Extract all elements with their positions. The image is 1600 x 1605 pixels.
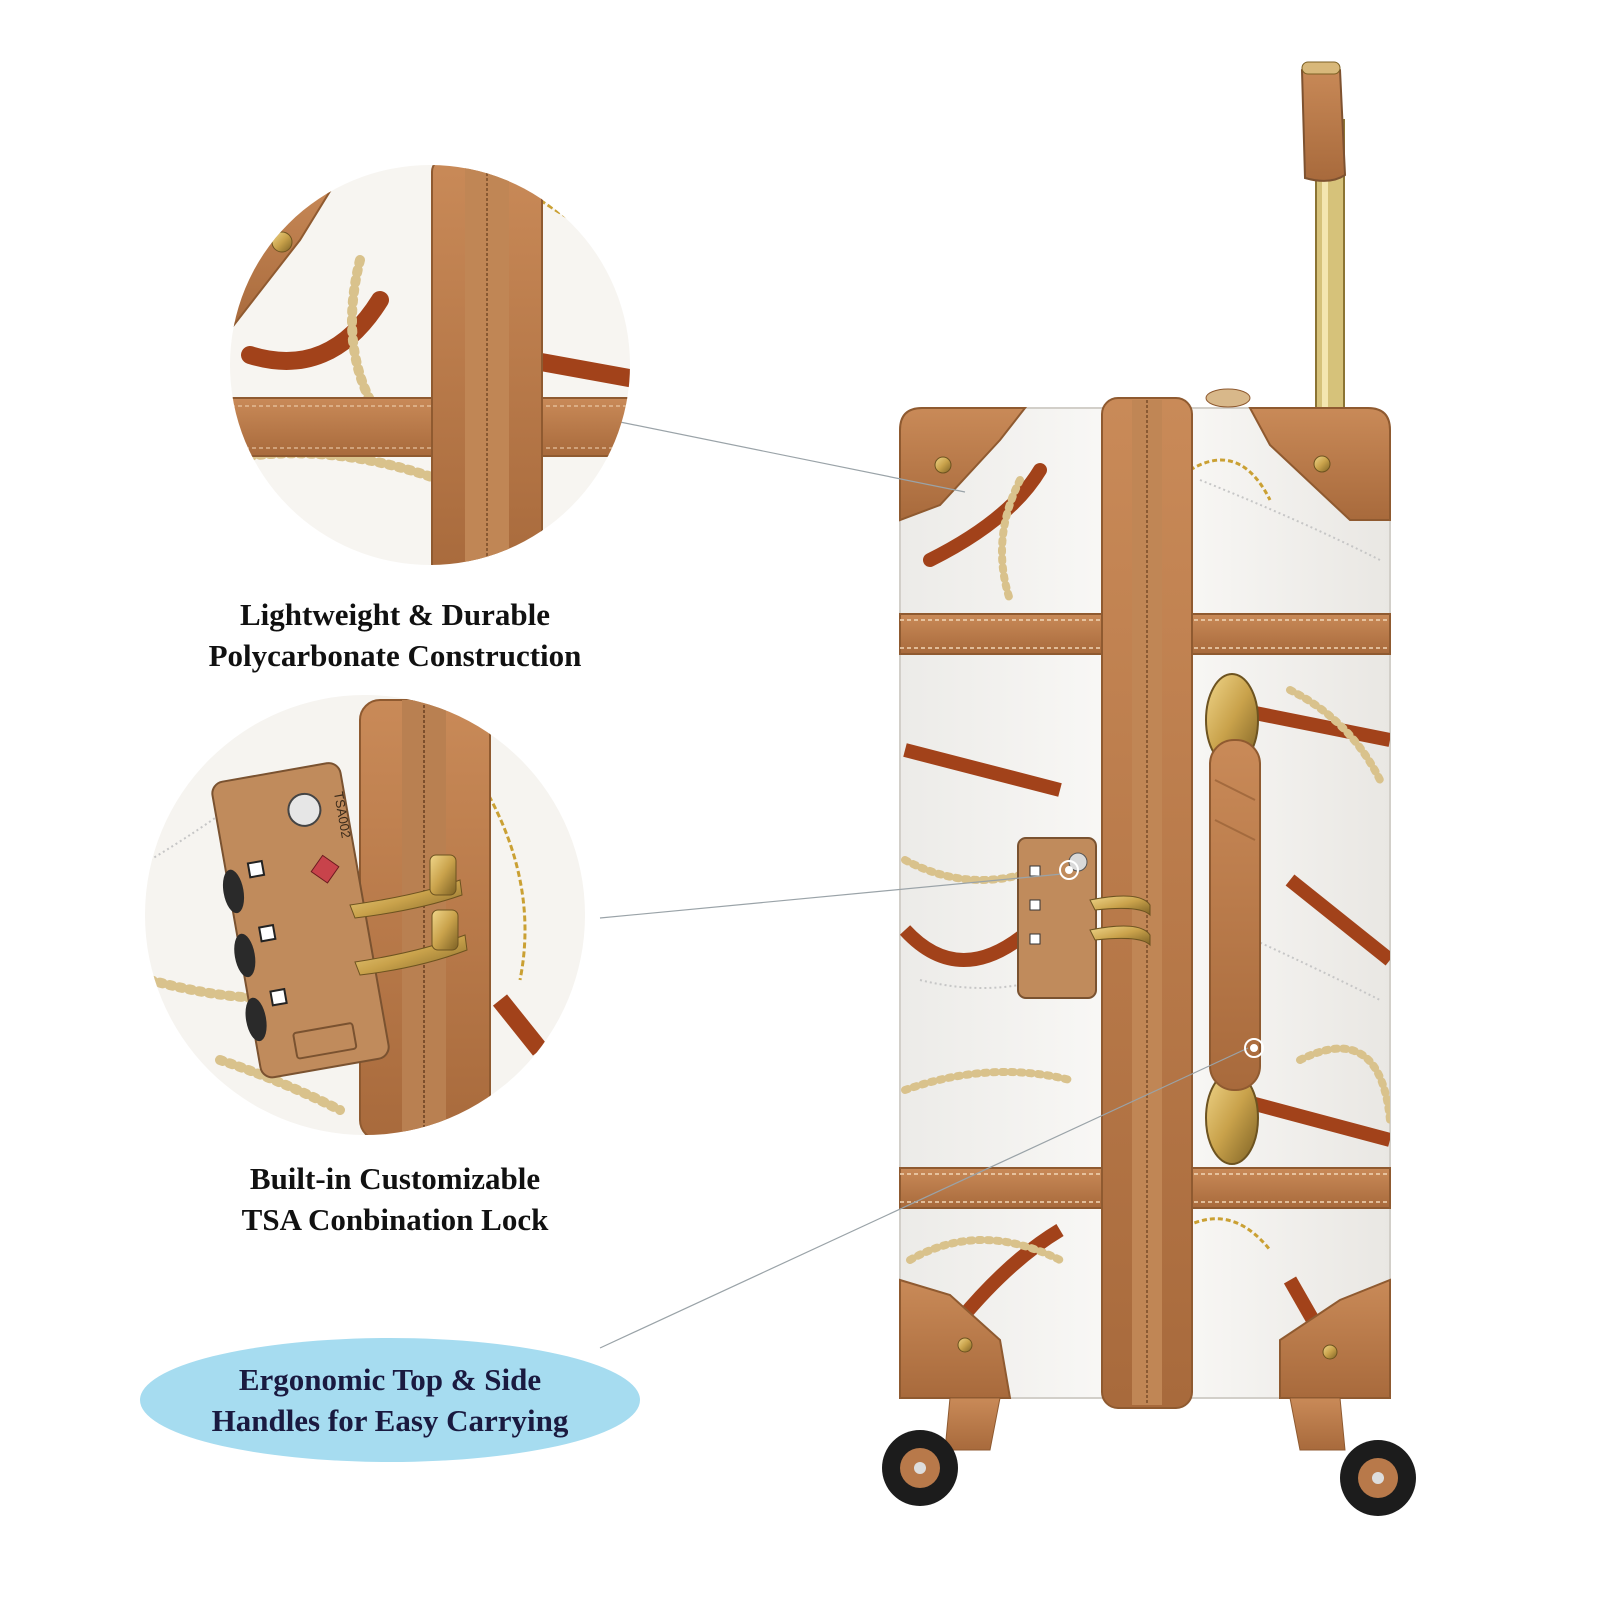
caption-handles-line2: Handles for Easy Carrying: [211, 1403, 569, 1438]
side-handle: [1205, 673, 1261, 1165]
caption-bubble: [140, 1338, 640, 1462]
caption-handles: Ergonomic Top & Side Handles for Easy Ca…: [140, 1338, 640, 1462]
callout-markers: [1059, 860, 1264, 1058]
spinner-wheels: [882, 1397, 1416, 1516]
caption-handles-line1: Ergonomic Top & Side: [238, 1362, 542, 1397]
zoom-circle-construction: [230, 165, 630, 565]
caption-construction-line1: Lightweight & Durable: [240, 597, 550, 632]
callout-lines: [599, 421, 1249, 1349]
tsa-lock: [1017, 837, 1151, 999]
caption-lock-line1: Built-in Customizable: [249, 1161, 541, 1196]
caption-construction: Lightweight & Durable Polycarbonate Cons…: [150, 594, 640, 676]
caption-lock-line2: TSA Conbination Lock: [241, 1202, 549, 1237]
caption-lock: Built-in Customizable TSA Conbination Lo…: [150, 1158, 640, 1240]
caption-construction-line2: Polycarbonate Construction: [208, 638, 582, 673]
shell-print-pattern: [900, 458, 1390, 1354]
suitcase-side-view: [882, 388, 1416, 1516]
zoom-circle-lock: TSA002: [145, 695, 585, 1135]
telescopic-handle: [1300, 61, 1347, 411]
